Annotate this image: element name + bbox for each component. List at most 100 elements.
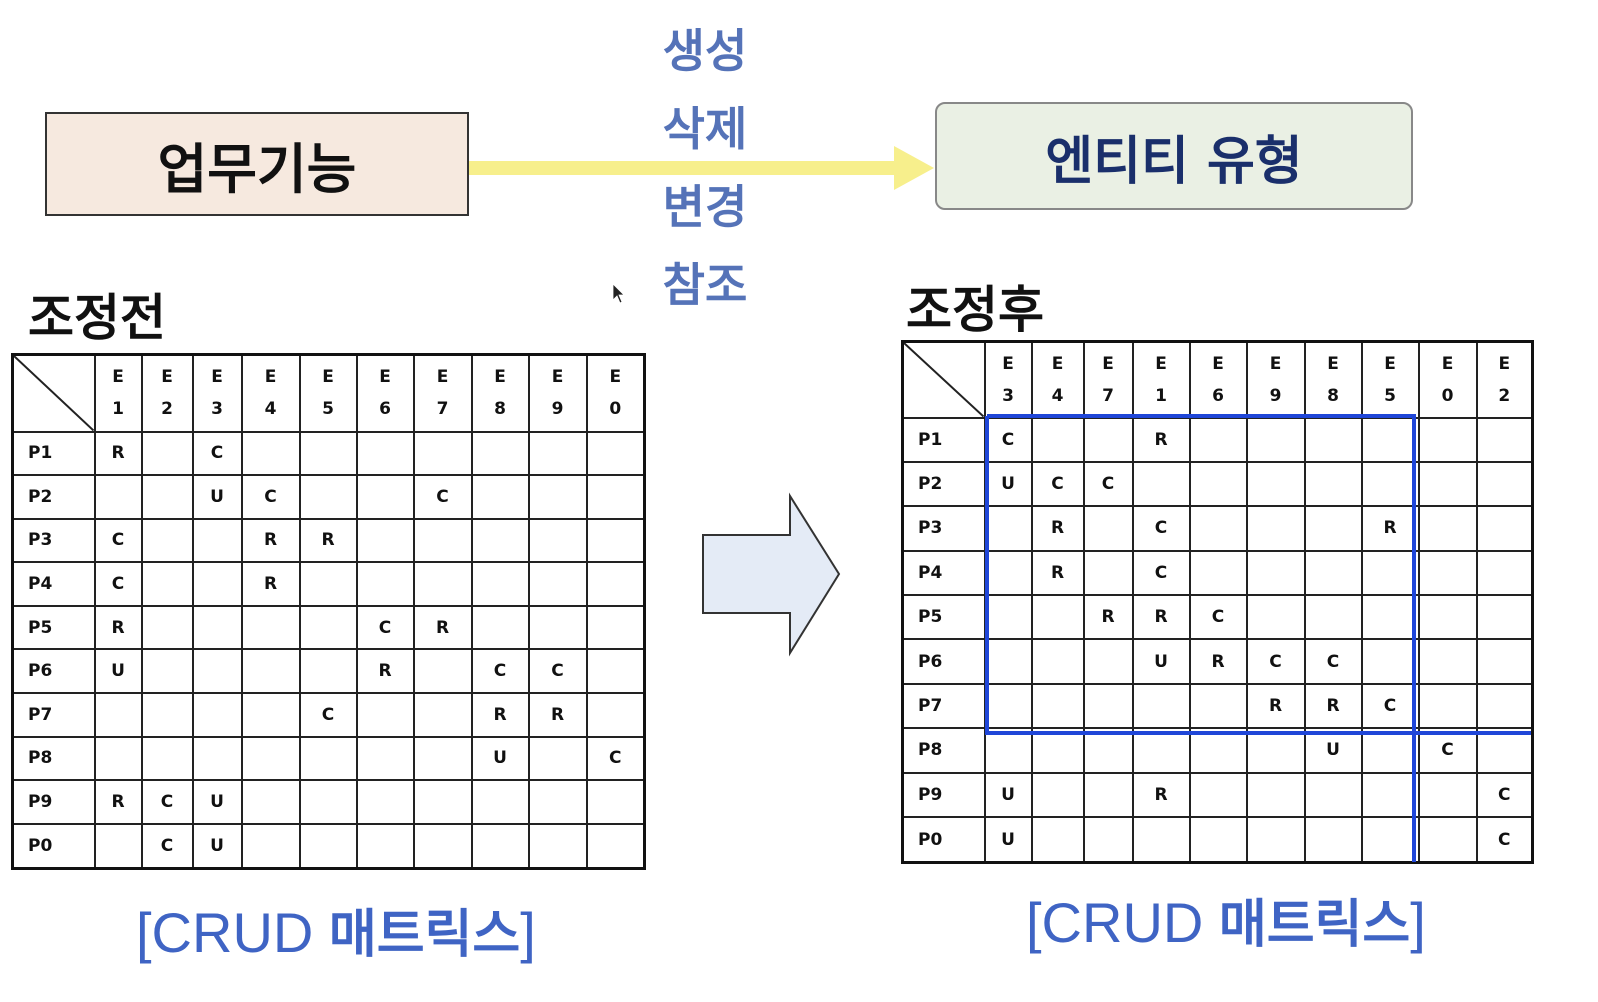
- row-header: P1: [901, 416, 986, 463]
- crud-cell: C: [1245, 638, 1306, 685]
- column-header-letter: E: [1384, 353, 1396, 374]
- crud-cell: [470, 430, 530, 477]
- crud-cell: [240, 779, 301, 825]
- crud-cell: U: [191, 779, 243, 825]
- crud-cell: [93, 474, 143, 520]
- corner-cell: [901, 340, 986, 419]
- column-header-letter: E: [264, 367, 277, 388]
- crud-cell: [1475, 727, 1534, 774]
- crud-cell: [240, 822, 301, 870]
- crud-cell: [1475, 549, 1534, 597]
- crud-cell: [527, 604, 588, 651]
- crud-cell: R: [1188, 638, 1248, 685]
- crud-cell: C: [191, 430, 243, 477]
- crud-cell: [1360, 816, 1420, 864]
- crud-cell: [1303, 460, 1363, 508]
- before-caption-open: [CRUD: [136, 901, 329, 964]
- column-header-letter: E: [551, 367, 564, 388]
- crud-cell: [1475, 638, 1534, 685]
- crud-cell: R: [240, 517, 301, 564]
- crud-cell: [1303, 505, 1363, 552]
- crud-cell: [1417, 816, 1478, 864]
- crud-cell: [412, 735, 473, 782]
- column-header-letter: E: [1155, 353, 1167, 374]
- crud-cell: [140, 692, 194, 738]
- crud-cell: [140, 648, 194, 695]
- crud-cell: [1417, 771, 1478, 819]
- crud-cell: [1360, 638, 1420, 685]
- crud-cell: U: [93, 648, 143, 695]
- crud-cell: [1082, 771, 1134, 819]
- crud-cell: [1417, 460, 1478, 508]
- column-header-number: 9: [1269, 385, 1282, 406]
- crud-cell: [585, 604, 646, 651]
- crud-cell: [983, 638, 1033, 685]
- column-header-number: 3: [211, 399, 223, 420]
- crud-cell: [585, 474, 646, 520]
- crud-cell: [527, 779, 588, 825]
- crud-cell: [412, 822, 473, 870]
- row-header: P8: [901, 727, 986, 774]
- crud-cell: [355, 474, 415, 520]
- column-header-letter: E: [1498, 353, 1511, 374]
- crud-cell: [1360, 594, 1420, 641]
- row-header: P0: [11, 822, 96, 870]
- crud-cell: [585, 779, 646, 825]
- crud-cell: [191, 648, 243, 695]
- crud-cell: C: [355, 604, 415, 651]
- crud-cell: [1188, 505, 1248, 552]
- crud-cell: [240, 648, 301, 695]
- crud-cell: [240, 692, 301, 738]
- crud-cell: [1188, 460, 1248, 508]
- column-header-number: 4: [264, 399, 277, 420]
- crud-verbs: 생성 삭제 변경 참조: [650, 12, 760, 324]
- crud-cell: [140, 561, 194, 607]
- crud-cell: C: [983, 416, 1033, 463]
- crud-cell: [1082, 816, 1134, 864]
- crud-cell: [1030, 771, 1085, 819]
- crud-cell: [1082, 416, 1134, 463]
- crud-cell: R: [1082, 594, 1134, 641]
- row-header: P6: [11, 648, 96, 695]
- crud-cell: [1188, 771, 1248, 819]
- crud-cell: [1082, 549, 1134, 597]
- row-header: P6: [901, 638, 986, 685]
- entity-type-box: 엔티티 유형: [935, 102, 1413, 210]
- crud-cell: [1417, 549, 1478, 597]
- crud-cell: [527, 561, 588, 607]
- crud-cell: [298, 561, 358, 607]
- crud-cell: [1131, 682, 1191, 730]
- crud-cell: R: [355, 648, 415, 695]
- crud-cell: R: [1131, 416, 1191, 463]
- crud-cell: [1131, 816, 1191, 864]
- crud-cell: [470, 604, 530, 651]
- crud-cell: R: [298, 517, 358, 564]
- business-function-box: 업무기능: [45, 112, 469, 216]
- crud-cell: [1360, 416, 1420, 463]
- row-header: P2: [11, 474, 96, 520]
- crud-cell: [240, 604, 301, 651]
- crud-cell: R: [93, 779, 143, 825]
- crud-cell: [1303, 594, 1363, 641]
- crud-cell: U: [983, 816, 1033, 864]
- diagonal-line: [904, 343, 984, 417]
- crud-cell: U: [191, 822, 243, 870]
- crud-cell: [1188, 816, 1248, 864]
- crud-cell: [1303, 549, 1363, 597]
- crud-cell: [470, 822, 530, 870]
- column-header-number: 7: [1102, 385, 1114, 406]
